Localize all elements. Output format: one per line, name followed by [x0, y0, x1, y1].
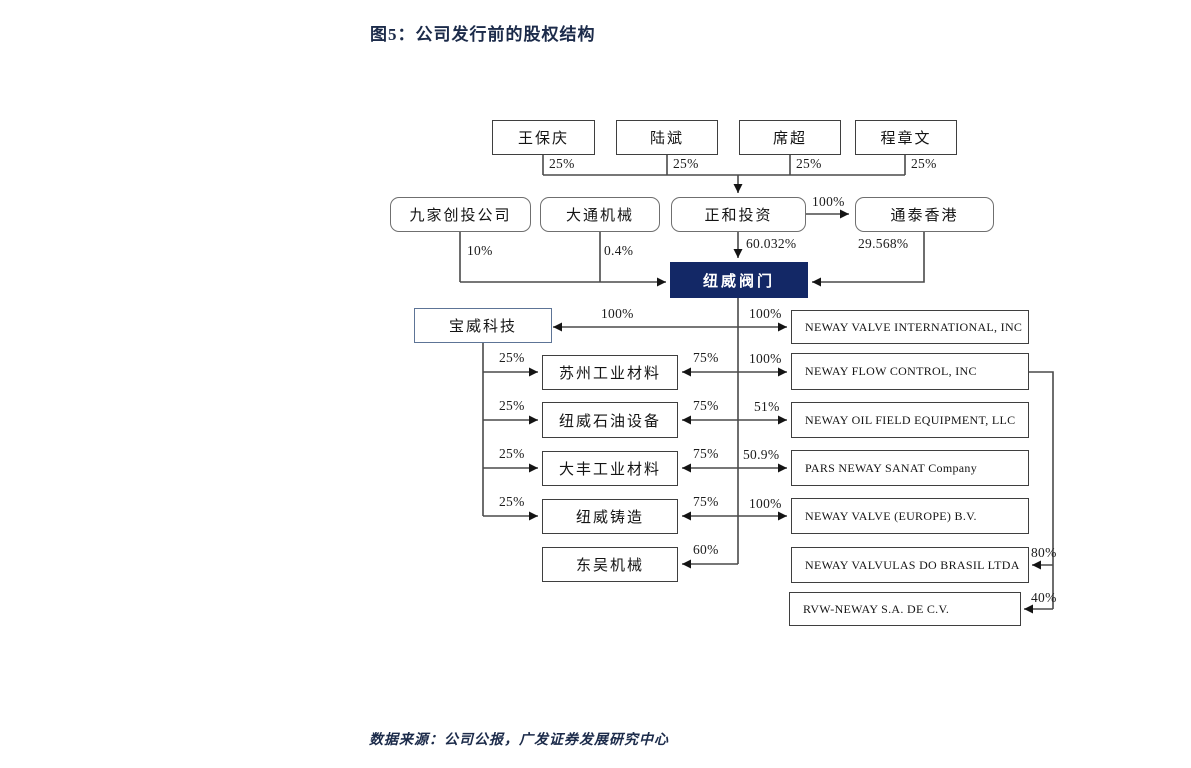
pct-oilfield: 51%	[754, 399, 780, 414]
pct-oilcn-baowei: 25%	[499, 398, 525, 413]
node-label: PARS NEWAY SANAT Company	[805, 460, 978, 475]
pct-brasil: 80%	[1031, 545, 1057, 560]
node-datong-jixie: 大通机械	[540, 197, 660, 232]
pct-xichao: 25%	[796, 156, 822, 171]
node-label: NEWAY OIL FIELD EQUIPMENT, LLC	[805, 412, 1016, 427]
pct-intl: 100%	[749, 306, 782, 321]
node-label: 纽威阀门	[702, 273, 775, 290]
node-neway-shiyou-shebei: 纽威石油设备	[542, 402, 678, 438]
node-suzhou-gongye-cailiao: 苏州工业材料	[542, 355, 678, 390]
node-neway-flow-control: NEWAY FLOW CONTROL, INC	[791, 353, 1029, 390]
pct-baowei: 100%	[601, 306, 634, 321]
pct-dongwu-parent: 60%	[693, 542, 719, 557]
node-dafeng-gongye-cailiao: 大丰工业材料	[542, 451, 678, 486]
node-neway-valve-europe: NEWAY VALVE (EUROPE) B.V.	[791, 498, 1029, 534]
node-label: 宝威科技	[448, 319, 517, 335]
pct-casting-parent: 75%	[693, 494, 719, 509]
node-label: 纽威石油设备	[558, 413, 661, 430]
node-label: 程章文	[880, 131, 932, 147]
pct-pars: 50.9%	[743, 447, 780, 462]
pct-flow: 100%	[749, 351, 782, 366]
pct-dafeng-parent: 75%	[693, 446, 719, 461]
node-label: NEWAY VALVULAS DO BRASIL LTDA	[805, 557, 1020, 572]
node-label: 王保庆	[517, 131, 569, 147]
node-jiujia-chuangtou: 九家创投公司	[390, 197, 531, 232]
node-neway-zhuzao: 纽威铸造	[542, 499, 678, 534]
node-neway-valvulas-brasil: NEWAY VALVULAS DO BRASIL LTDA	[791, 547, 1029, 583]
data-source-note: 数据来源：公司公报，广发证券发展研究中心	[369, 733, 669, 748]
node-label: 陆斌	[649, 131, 684, 147]
node-neway-valve-international: NEWAY VALVE INTERNATIONAL, INC	[791, 310, 1029, 344]
node-rvw-neway: RVW-NEWAY S.A. DE C.V.	[789, 592, 1021, 626]
pct-jiujia: 10%	[467, 243, 493, 258]
node-baowei-keji: 宝威科技	[414, 308, 552, 343]
pct-chengzhangwen: 25%	[911, 156, 937, 171]
pct-dafeng-baowei: 25%	[499, 446, 525, 461]
pct-europe: 100%	[749, 496, 782, 511]
node-lubin: 陆斌	[616, 120, 718, 155]
node-label: 正和投资	[704, 208, 773, 224]
pct-wangbaoqing: 25%	[549, 156, 575, 171]
pct-zhenghe: 60.032%	[746, 236, 797, 251]
node-label: 席超	[772, 131, 807, 147]
node-zhenghe-touzi: 正和投资	[671, 197, 806, 232]
node-label: RVW-NEWAY S.A. DE C.V.	[803, 601, 950, 616]
node-chengzhangwen: 程章文	[855, 120, 957, 155]
pct-lubin: 25%	[673, 156, 699, 171]
node-label: 大通机械	[565, 208, 634, 224]
node-tongtai-xianggang: 通泰香港	[855, 197, 994, 232]
node-label: 大丰工业材料	[558, 462, 661, 478]
pct-oilcn-parent: 75%	[693, 398, 719, 413]
node-label: NEWAY VALVE INTERNATIONAL, INC	[805, 319, 1023, 334]
figure-title: 图5：公司发行前的股权结构	[370, 25, 596, 44]
node-dongwu-jixie: 东吴机械	[542, 547, 678, 582]
node-neway-oil-field-equipment: NEWAY OIL FIELD EQUIPMENT, LLC	[791, 402, 1029, 438]
node-label: 九家创投公司	[409, 208, 512, 224]
node-label: 东吴机械	[575, 558, 644, 574]
node-neway-valve-parent: 纽威阀门	[670, 262, 808, 298]
pct-suzhou-parent: 75%	[693, 350, 719, 365]
node-label: NEWAY FLOW CONTROL, INC	[805, 364, 977, 378]
node-label: 纽威铸造	[575, 510, 644, 526]
pct-tongtai: 29.568%	[858, 236, 909, 251]
connector-flow-spine	[1029, 371, 1054, 609]
pct-datong: 0.4%	[604, 243, 634, 258]
pct-casting-baowei: 25%	[499, 494, 525, 509]
pct-rvw: 40%	[1031, 590, 1057, 605]
node-label: NEWAY VALVE (EUROPE) B.V.	[805, 508, 977, 523]
pct-suzhou-baowei: 25%	[499, 350, 525, 365]
node-wangbaoqing: 王保庆	[492, 120, 595, 155]
node-xichao: 席超	[739, 120, 841, 155]
pct-zhenghe-to-tongtai: 100%	[812, 194, 845, 209]
node-label: 苏州工业材料	[558, 366, 661, 382]
node-pars-neway-sanat: PARS NEWAY SANAT Company	[791, 450, 1029, 486]
node-label: 通泰香港	[890, 208, 959, 224]
connector-tongtai-to-parent	[812, 232, 925, 287]
